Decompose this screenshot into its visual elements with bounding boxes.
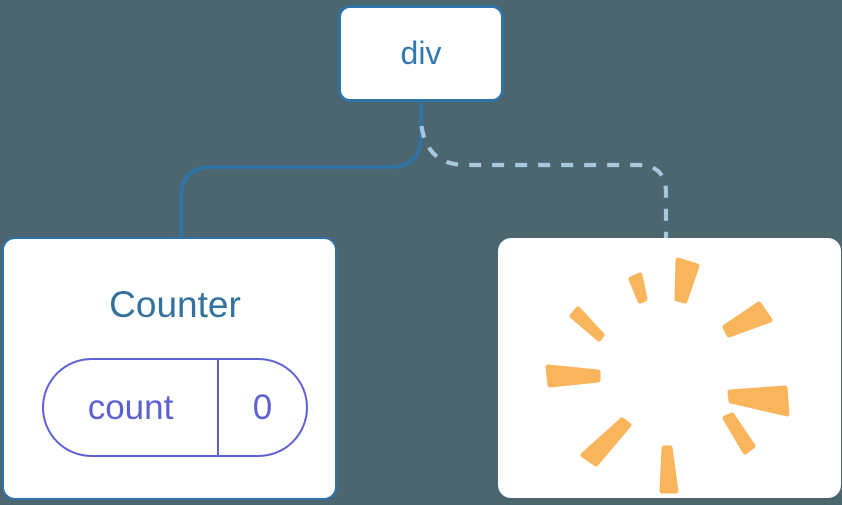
connector-solid-line: [179, 103, 423, 240]
tree-node-counter: Counter count 0: [2, 237, 337, 500]
tree-node-removed: [498, 238, 841, 498]
div-node-label: div: [400, 35, 442, 71]
poof-burst-icon: [545, 257, 790, 494]
state-value: 0: [252, 387, 273, 427]
tree-node-div: div: [338, 5, 504, 102]
connector-dashed-line: [418, 121, 669, 240]
counter-node-content: Counter count 0: [42, 281, 308, 457]
counter-title: Counter: [109, 284, 241, 325]
state-pill: count 0: [42, 358, 308, 457]
state-key: count: [44, 360, 219, 455]
